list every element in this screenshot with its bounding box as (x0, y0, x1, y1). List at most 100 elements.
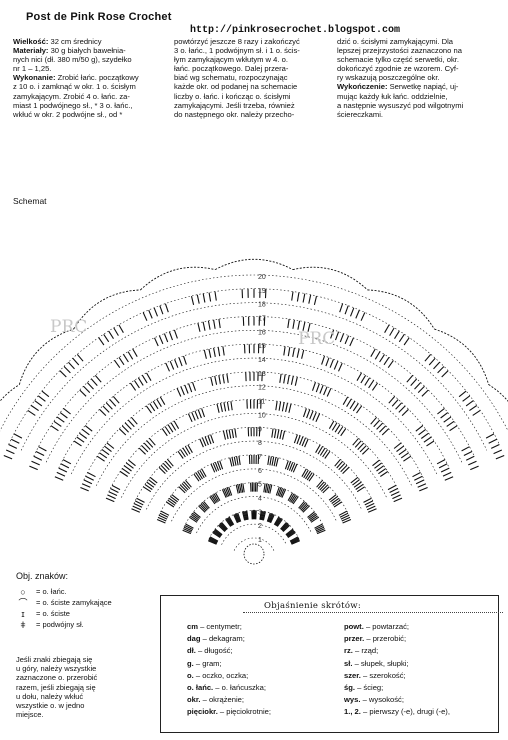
stitch-mark (308, 294, 312, 304)
round-number: 6 (258, 468, 262, 475)
stitch-mark (160, 464, 168, 473)
stitch-mark (157, 516, 167, 522)
stitch-mark (215, 492, 221, 501)
stitch-mark (228, 516, 235, 525)
watermark-right: PRC (298, 329, 335, 349)
stitch-mark (338, 510, 348, 516)
round-number: 2 (258, 523, 262, 530)
stitch-mark (268, 513, 273, 523)
stitch-mark (246, 510, 249, 520)
stitch-mark (213, 493, 220, 502)
stitch-mark (291, 291, 294, 301)
stitch-mark (359, 445, 367, 453)
stitch-mark (225, 430, 229, 440)
stitch-mark (334, 458, 341, 467)
stitch-mark (315, 413, 321, 423)
stitch-mark (286, 529, 294, 536)
scallop-edge (434, 328, 490, 385)
stitch-mark (213, 347, 216, 358)
round-arc (208, 509, 300, 539)
stitch-mark (280, 488, 285, 498)
stitch-mark (267, 455, 270, 465)
stitch-mark (420, 432, 429, 439)
stitch-mark (183, 481, 191, 489)
stitch-mark (59, 412, 68, 419)
stitch-mark (190, 295, 195, 306)
round-number: 4 (258, 496, 262, 503)
stitch-mark (226, 517, 233, 526)
stitch-mark (214, 528, 223, 536)
stitch-mark (316, 528, 325, 533)
round-number: 7 (258, 454, 262, 461)
scallop-edge (214, 258, 294, 270)
stitch-mark (275, 401, 278, 411)
stitch-mark (224, 487, 230, 497)
stitch-mark (202, 293, 206, 303)
abbreviations-title: Objaśnienie skrótów: (264, 601, 361, 611)
stitch-mark (342, 466, 350, 474)
stitch-mark (210, 434, 215, 444)
stitch-mark (263, 483, 266, 493)
stitch-mark (278, 401, 282, 411)
paragraph-text: Zrobić łańc. początkowy z 10 o. i zamkną… (13, 73, 139, 119)
stitch-mark (261, 511, 264, 521)
legend-text: = o. ściste zamykające (36, 598, 112, 607)
stitch-mark (168, 497, 177, 504)
stitch-mark (393, 442, 402, 449)
stitch-mark (166, 501, 175, 508)
stitch-mark (60, 463, 70, 469)
paragraph-text: 30 g białych bawełnia- nych nici (dł. 38… (13, 46, 132, 74)
watermark-left: PRC (50, 317, 87, 337)
stitch-mark (287, 531, 296, 538)
stitch-mark (158, 466, 166, 474)
stitch-mark (99, 408, 107, 416)
legend-symbol-icon: ○ (20, 586, 26, 597)
stitch-mark (387, 484, 397, 491)
stitch-mark (56, 416, 65, 423)
stitch-mark (203, 349, 207, 359)
stitch-mark (189, 516, 198, 523)
stitch-mark (83, 385, 91, 393)
stitch-mark (394, 330, 400, 339)
abbreviations-left: cm – centymetr;dag – dekagram;dł. – dług… (187, 621, 337, 719)
stitch-mark (163, 333, 169, 343)
stitch-mark (322, 449, 329, 458)
stitch-mark (98, 337, 105, 346)
stitch-mark (223, 488, 228, 498)
abbreviation-meaning: – centymetr; (197, 622, 242, 631)
stitch-mark (231, 457, 235, 467)
stitch-mark (143, 442, 151, 450)
stitch-mark (275, 486, 280, 496)
stitch-mark (356, 486, 366, 493)
starting-ring (243, 543, 265, 565)
stitch-mark (337, 362, 343, 372)
stitch-mark (133, 380, 140, 389)
stitch-mark (296, 435, 301, 445)
stitch-mark (320, 484, 328, 492)
stitch-mark (389, 488, 398, 493)
stitch-mark (302, 321, 306, 331)
abbreviation-key: pięciokr. (187, 707, 218, 717)
stitch-mark (221, 521, 228, 530)
stitch-mark (127, 419, 135, 428)
stitch-mark (212, 532, 221, 539)
stitch-mark (216, 461, 222, 471)
stitch-mark (198, 505, 206, 513)
stitch-mark (276, 429, 280, 439)
stitch-mark (245, 510, 248, 520)
stitch-mark (165, 362, 171, 372)
stitch-mark (356, 405, 363, 414)
stitch-mark (202, 321, 206, 331)
stitch-mark (267, 513, 272, 523)
stitch-mark (212, 494, 218, 503)
stitch-mark (127, 351, 134, 360)
blog-url[interactable]: http://pinkrosecrochet.blogspot.com (190, 25, 401, 36)
stitch-mark (312, 411, 317, 421)
stitch-mark (194, 410, 199, 420)
stitch-mark (274, 517, 281, 526)
legend-note: Jeśli znaki zbiegają się u góry, należy … (16, 655, 98, 720)
stitch-mark (264, 483, 268, 493)
stitch-mark (207, 435, 212, 445)
stitch-mark (101, 448, 110, 456)
